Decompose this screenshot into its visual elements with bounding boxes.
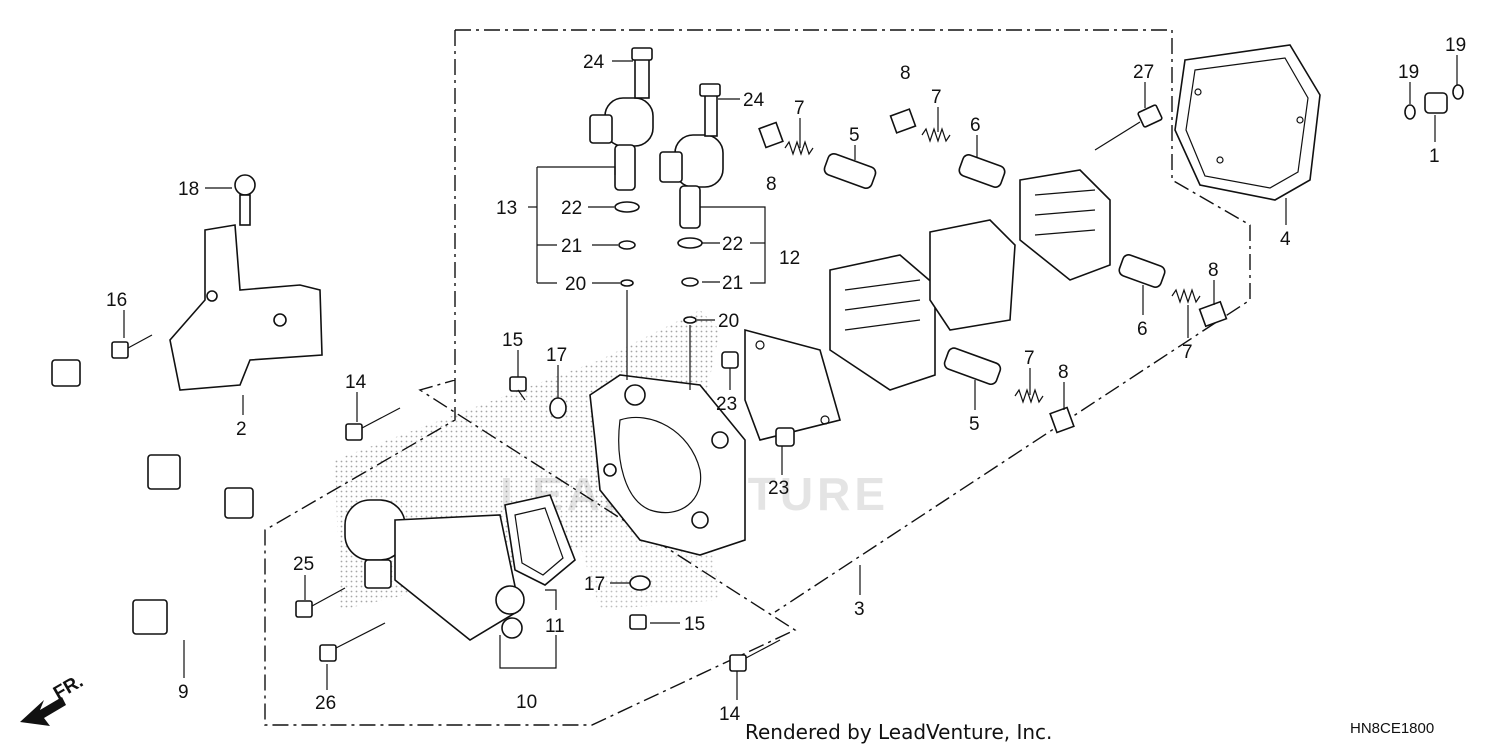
spool-valve-5b <box>943 347 1002 386</box>
callout-4: 4 <box>1280 229 1291 250</box>
callout-7: 7 <box>931 87 942 108</box>
front-direction-marker: FR. <box>20 671 87 726</box>
bolt-25 <box>295 587 346 618</box>
callout-20: 20 <box>718 311 739 332</box>
callout-8: 8 <box>1208 260 1219 281</box>
callout-10: 10 <box>516 692 537 713</box>
shift-solenoid-assembly <box>344 499 525 641</box>
callout-5: 5 <box>849 125 860 146</box>
callout-25: 25 <box>293 554 314 575</box>
callout-16: 16 <box>106 290 127 311</box>
bolt-27 <box>1094 104 1163 151</box>
callout-24: 24 <box>583 52 605 73</box>
callout-labels: 24 24 18 16 2 13 22 21 20 22 12 21 20 7 … <box>106 35 1466 725</box>
callout-27: 27 <box>1133 62 1154 83</box>
callout-17: 17 <box>546 345 567 366</box>
callout-26: 26 <box>315 693 336 714</box>
callout-13: 13 <box>496 198 517 219</box>
o-rings <box>614 201 703 324</box>
callout-18: 18 <box>178 179 199 200</box>
callout-9: 9 <box>178 682 189 703</box>
leader-lines <box>123 55 1458 700</box>
callout-15: 15 <box>502 330 523 351</box>
callout-6: 6 <box>970 115 981 136</box>
callout-23: 23 <box>768 478 789 499</box>
bolt-14-lower <box>729 639 781 672</box>
springs-7 <box>784 127 1201 404</box>
fitting-1 <box>1404 84 1464 120</box>
bolt-15-lower <box>629 614 647 630</box>
front-arrow-icon <box>20 697 66 726</box>
callout-15: 15 <box>684 614 705 635</box>
callout-12: 12 <box>779 248 800 269</box>
spool-valve-6b <box>1118 254 1166 288</box>
callout-19: 19 <box>1445 35 1466 56</box>
callout-24: 24 <box>743 90 765 111</box>
callout-17: 17 <box>584 574 605 595</box>
solenoid-boundary <box>264 30 797 726</box>
bolt-26 <box>319 622 386 662</box>
callout-22: 22 <box>561 198 582 219</box>
callout-7: 7 <box>1182 342 1193 363</box>
callout-5: 5 <box>969 414 980 435</box>
callout-8: 8 <box>1058 362 1069 383</box>
callout-7: 7 <box>794 98 805 119</box>
render-credit: Rendered by LeadVenture, Inc. <box>745 720 1052 744</box>
callout-21: 21 <box>561 236 582 257</box>
callout-23: 23 <box>716 394 737 415</box>
dowel-pins <box>721 351 795 447</box>
gasket-4 <box>1174 44 1321 201</box>
callout-11: 11 <box>545 616 565 637</box>
callout-1: 1 <box>1429 146 1440 167</box>
solenoid-valve-right <box>659 83 724 229</box>
callout-14: 14 <box>719 704 741 725</box>
valve-body-right <box>1019 169 1111 281</box>
callout-20: 20 <box>565 274 586 295</box>
solenoid-gasket-11 <box>504 494 576 586</box>
callout-14: 14 <box>345 372 367 393</box>
wire-harness <box>51 359 254 635</box>
callout-3: 3 <box>854 599 865 620</box>
callout-8: 8 <box>766 174 777 195</box>
callout-8: 8 <box>900 63 911 84</box>
spool-valve-6a <box>958 154 1006 188</box>
callout-2: 2 <box>236 419 247 440</box>
callout-22: 22 <box>722 234 743 255</box>
valve-body-boundary <box>455 29 1251 613</box>
solenoid-valve-left <box>589 47 654 191</box>
callout-6: 6 <box>1137 319 1148 340</box>
bolt-14-upper <box>345 407 401 441</box>
callout-21: 21 <box>722 273 743 294</box>
washer-17 <box>549 397 651 591</box>
bolt-16 <box>111 334 153 359</box>
callout-7: 7 <box>1024 348 1035 369</box>
retainer-plates-8 <box>758 108 1228 434</box>
callout-19: 19 <box>1398 62 1419 83</box>
front-label: FR. <box>50 671 87 704</box>
diagram-code: HN8CE1800 <box>1350 720 1434 737</box>
valve-housing <box>589 374 746 556</box>
valve-body-upper <box>829 219 1016 391</box>
sensor-bracket <box>169 174 323 391</box>
spool-valve-5a <box>823 153 877 189</box>
separator-plate <box>744 328 841 441</box>
